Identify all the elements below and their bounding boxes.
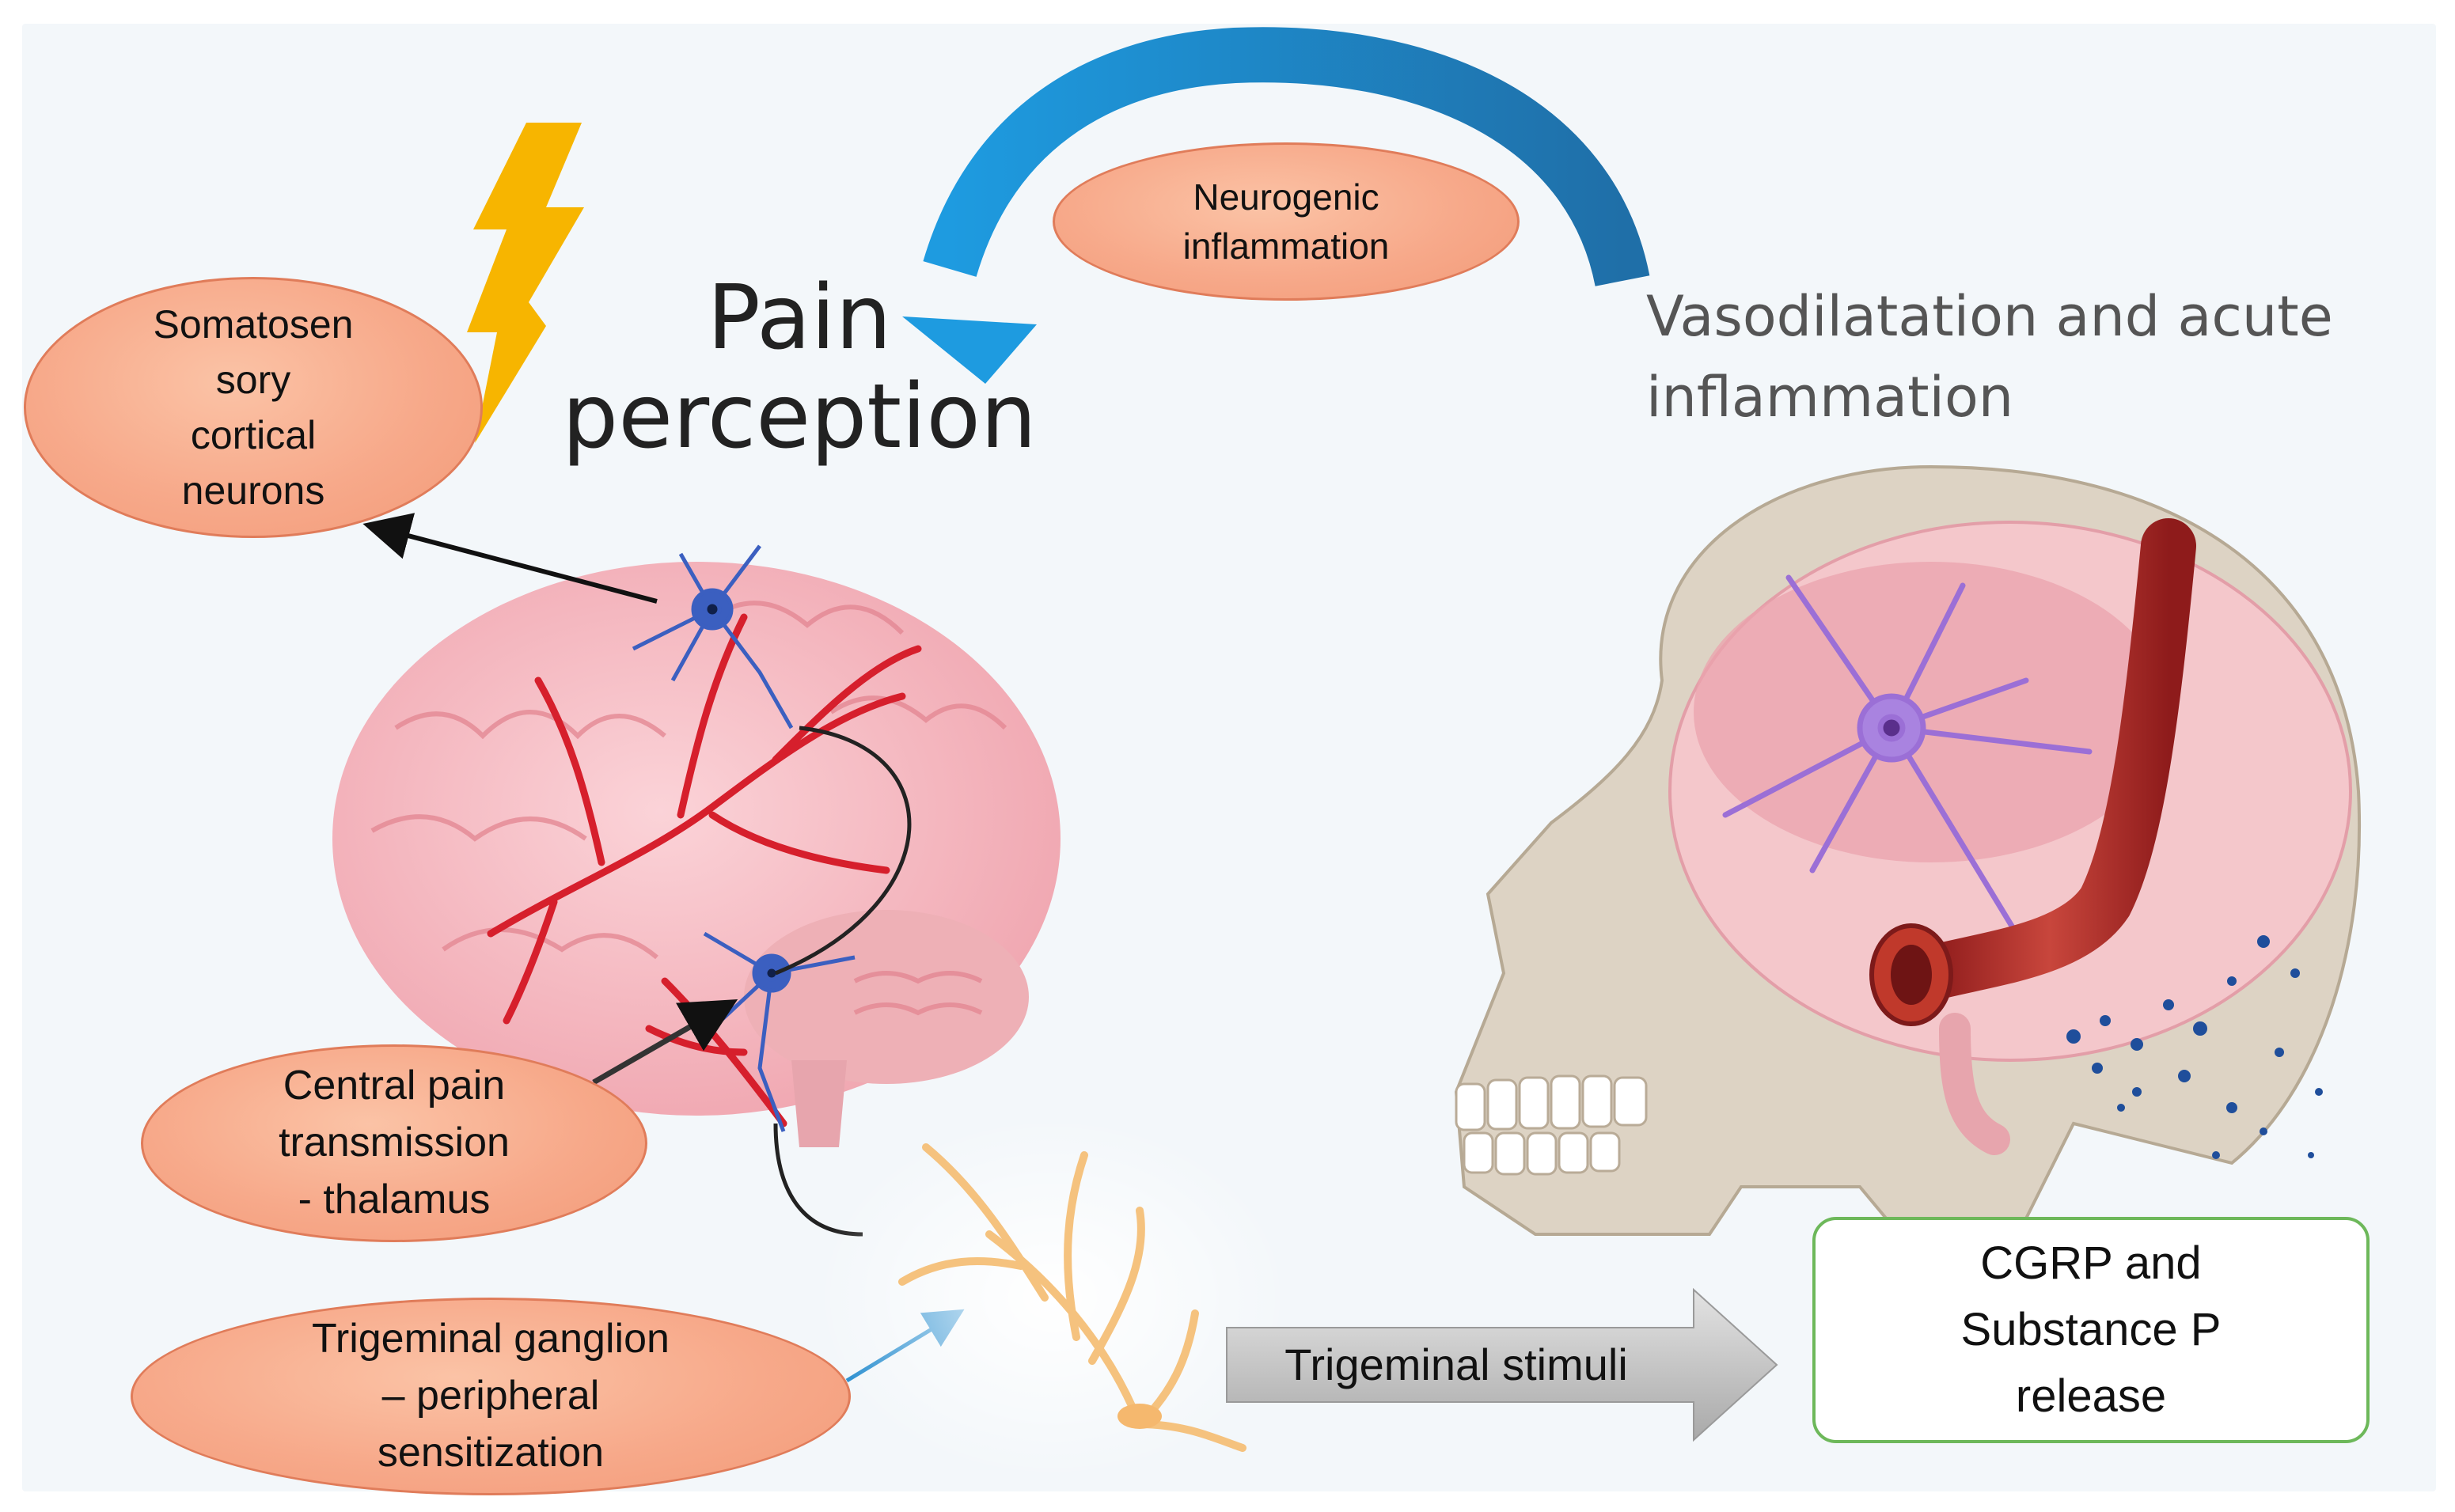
- neural-pathway-line: [775, 726, 912, 976]
- astrocyte-icon: [1722, 574, 2093, 953]
- cortical-arrow: [362, 513, 658, 604]
- curved-arrow: [902, 27, 1650, 384]
- neurogenic-inflammation-oval: Neurogenic inflammation: [1053, 142, 1520, 301]
- cgrp-release-box: CGRP and Substance P release: [1812, 1217, 2370, 1443]
- pain-perception-title: Pain perception: [562, 267, 1037, 469]
- trigeminal-stimuli-label: Trigeminal stimuli: [1284, 1340, 1628, 1389]
- trigeminal-nerve-icon: [815, 1116, 1290, 1480]
- curved-arrow-head: [902, 316, 1037, 384]
- central-pain-oval: Central pain transmission - thalamus: [141, 1044, 647, 1242]
- cortical-neuron-icon: [632, 544, 794, 729]
- brain-illustration: [332, 544, 1061, 1237]
- artery-icon: [1903, 518, 2196, 1001]
- trigeminal-stimuli-arrow: [1226, 1287, 1778, 1442]
- thalamic-neuron-icon: [703, 931, 856, 1132]
- lightning-icon: [467, 123, 584, 443]
- skull-illustration: [1454, 464, 2362, 1237]
- trigeminal-ganglion-oval: Trigeminal ganglion – peripheral sensiti…: [131, 1298, 851, 1495]
- cgrp-particles: [2066, 935, 2323, 1159]
- vasodilatation-title: Vasodilatation and acute inflammation: [1646, 284, 2333, 430]
- thalamus-arrow: [592, 999, 738, 1086]
- somatosensory-oval: Somatosen sory cortical neurons: [24, 277, 483, 538]
